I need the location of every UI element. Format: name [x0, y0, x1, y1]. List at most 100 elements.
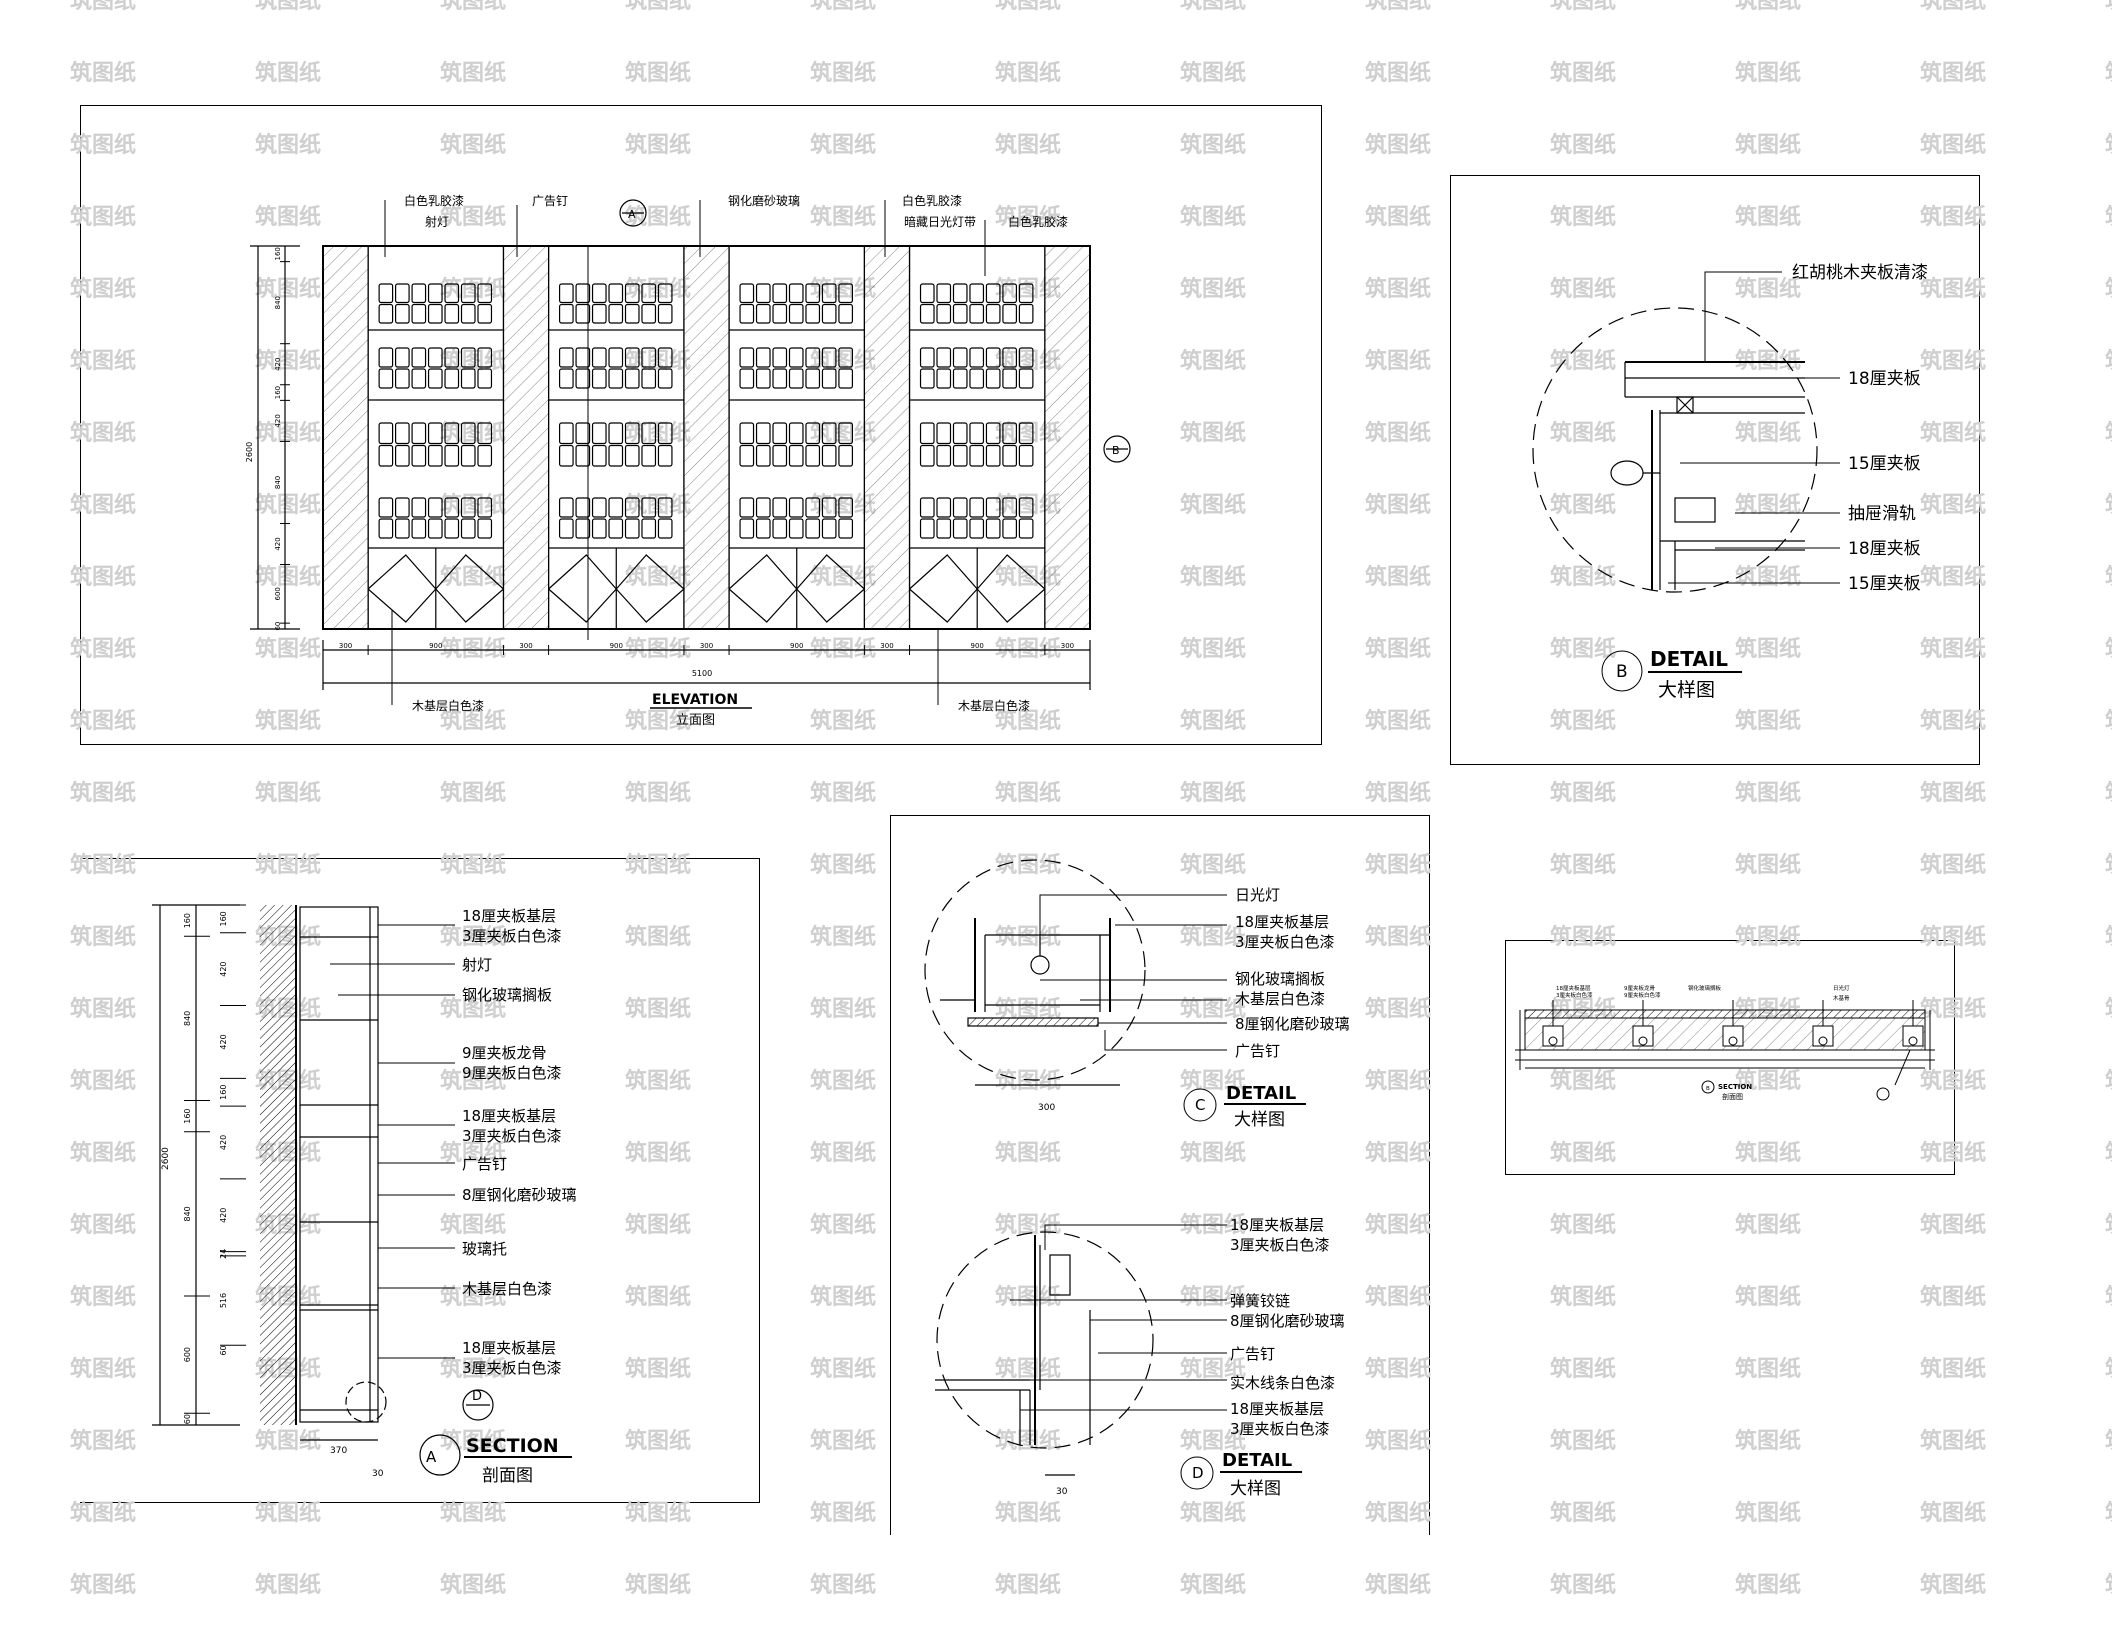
- elevation-dim-bottom: 900: [971, 642, 984, 650]
- watermark-text: 筑图纸: [255, 204, 321, 230]
- elevation-dim-left: 600: [274, 587, 282, 600]
- bottle-icon: [378, 518, 394, 539]
- watermark-text: 筑图纸: [255, 60, 321, 86]
- watermark-text: 筑图纸: [810, 60, 876, 86]
- plan-section-drawing: [1515, 1000, 1935, 1101]
- detail-c-label-0: 日光灯: [1235, 886, 1280, 904]
- watermark-text: 筑图纸: [1735, 1572, 1801, 1598]
- watermark-text: 筑图纸: [1550, 636, 1616, 662]
- watermark-text: 筑图纸: [810, 996, 876, 1022]
- watermark-text: 筑图纸: [1920, 1284, 1986, 1310]
- watermark-text: 筑图纸: [1920, 780, 1986, 806]
- bottle-icon: [460, 368, 476, 389]
- bottle-icon: [394, 518, 410, 539]
- plan-label-6: 木基骨: [1833, 994, 1850, 1002]
- watermark-text: 筑图纸: [1550, 276, 1616, 302]
- bottle-icon: [608, 303, 624, 324]
- bottle-icon: [657, 444, 673, 467]
- section-dim: 600: [183, 1347, 192, 1362]
- watermark-text: 筑图纸: [625, 1068, 691, 1094]
- bottle-icon: [821, 422, 837, 445]
- bottle-icon: [919, 303, 935, 324]
- watermark-text: 筑图纸: [995, 924, 1061, 950]
- watermark-text: 筑图纸: [1550, 0, 1616, 14]
- watermark-text: 筑图纸: [2105, 276, 2112, 302]
- watermark-text: 筑图纸: [1920, 0, 1986, 14]
- bottle-icon: [1002, 368, 1018, 389]
- bottle-icon: [641, 518, 657, 539]
- bottle-icon: [739, 368, 755, 389]
- watermark-text: 筑图纸: [2105, 420, 2112, 446]
- watermark-text: 筑图纸: [440, 204, 506, 230]
- detail-d-label-3: 8厘钢化磨砂玻璃: [1230, 1312, 1345, 1330]
- watermark-text: 筑图纸: [625, 996, 691, 1022]
- watermark-text: 筑图纸: [1735, 60, 1801, 86]
- watermark-text: 筑图纸: [1550, 204, 1616, 230]
- elevation-dim-left: 840: [274, 476, 282, 489]
- detail-d-marker: D: [1192, 1464, 1204, 1482]
- detail-b-label-15ply-1: 15厘夹板: [1848, 454, 1921, 474]
- watermark-text: 筑图纸: [1365, 1572, 1431, 1598]
- bottle-icon: [805, 497, 821, 518]
- bottle-icon: [936, 347, 952, 368]
- bottle-icon: [591, 303, 607, 324]
- watermark-text: 筑图纸: [995, 60, 1061, 86]
- watermark-text: 筑图纸: [255, 0, 321, 14]
- watermark-text: 筑图纸: [70, 276, 136, 302]
- bottle-icon: [394, 303, 410, 324]
- plan-label-4: 钢化玻璃搁板: [1688, 984, 1722, 992]
- elevation-dim-bottom: 300: [339, 642, 352, 650]
- detail-c-label-2: 3厘夹板白色漆: [1235, 933, 1335, 951]
- watermark-text: 筑图纸: [1180, 636, 1246, 662]
- bottle-icon: [788, 518, 804, 539]
- label-white-latex-1: 白色乳胶漆: [404, 193, 464, 208]
- watermark-text: 筑图纸: [1920, 420, 1986, 446]
- watermark-text: 筑图纸: [995, 636, 1061, 662]
- watermark-text: 筑图纸: [2105, 60, 2112, 86]
- watermark-text: 筑图纸: [625, 1356, 691, 1382]
- watermark-text: 筑图纸: [70, 1428, 136, 1454]
- bottle-icon: [755, 368, 771, 389]
- label-frosted-glass: 钢化磨砂玻璃: [728, 194, 800, 208]
- label-wood-base-2: 木基层白色漆: [958, 698, 1030, 713]
- watermark-text: 筑图纸: [1920, 924, 1986, 950]
- bottle-icon: [821, 347, 837, 368]
- elevation-leaders: [384, 200, 986, 705]
- bottle-icon: [427, 444, 443, 467]
- watermark-text: 筑图纸: [70, 1572, 136, 1598]
- bottle-icon: [558, 283, 574, 304]
- watermark-text: 筑图纸: [255, 348, 321, 374]
- watermark-text: 筑图纸: [625, 1140, 691, 1166]
- bottle-icon: [739, 303, 755, 324]
- section-a-label-13: 3厘夹板白色漆: [462, 1359, 562, 1377]
- watermark-text: 筑图纸: [1920, 1212, 1986, 1238]
- bottle-icon: [821, 303, 837, 324]
- watermark-text: 筑图纸: [1735, 1428, 1801, 1454]
- bottle-icon: [936, 518, 952, 539]
- bottle-icon: [805, 422, 821, 445]
- bottle-icon: [624, 422, 640, 445]
- bottle-icon: [805, 518, 821, 539]
- bottle-icon: [821, 497, 837, 518]
- bottle-icon: [477, 497, 493, 518]
- watermark-text: 筑图纸: [810, 0, 876, 14]
- bottle-icon: [427, 518, 443, 539]
- watermark-text: 筑图纸: [625, 1428, 691, 1454]
- watermark-text: 筑图纸: [1180, 492, 1246, 518]
- bottle-icon: [919, 497, 935, 518]
- watermark-text: 筑图纸: [440, 348, 506, 374]
- bottle-icon: [952, 283, 968, 304]
- watermark-text: 筑图纸: [1180, 708, 1246, 734]
- elevation-dim-bottom: 300: [519, 642, 532, 650]
- watermark-text: 筑图纸: [810, 924, 876, 950]
- elevation-marker-b: B: [1112, 444, 1120, 457]
- light-icon: [1638, 1036, 1648, 1046]
- light-icon: [1818, 1036, 1828, 1046]
- bottle-icon: [460, 497, 476, 518]
- section-a-label-10: 玻璃托: [462, 1240, 507, 1258]
- detail-cd-frame: [890, 815, 1430, 1535]
- bottle-icon: [739, 347, 755, 368]
- watermark-text: 筑图纸: [1735, 1140, 1801, 1166]
- bottle-icon: [657, 283, 673, 304]
